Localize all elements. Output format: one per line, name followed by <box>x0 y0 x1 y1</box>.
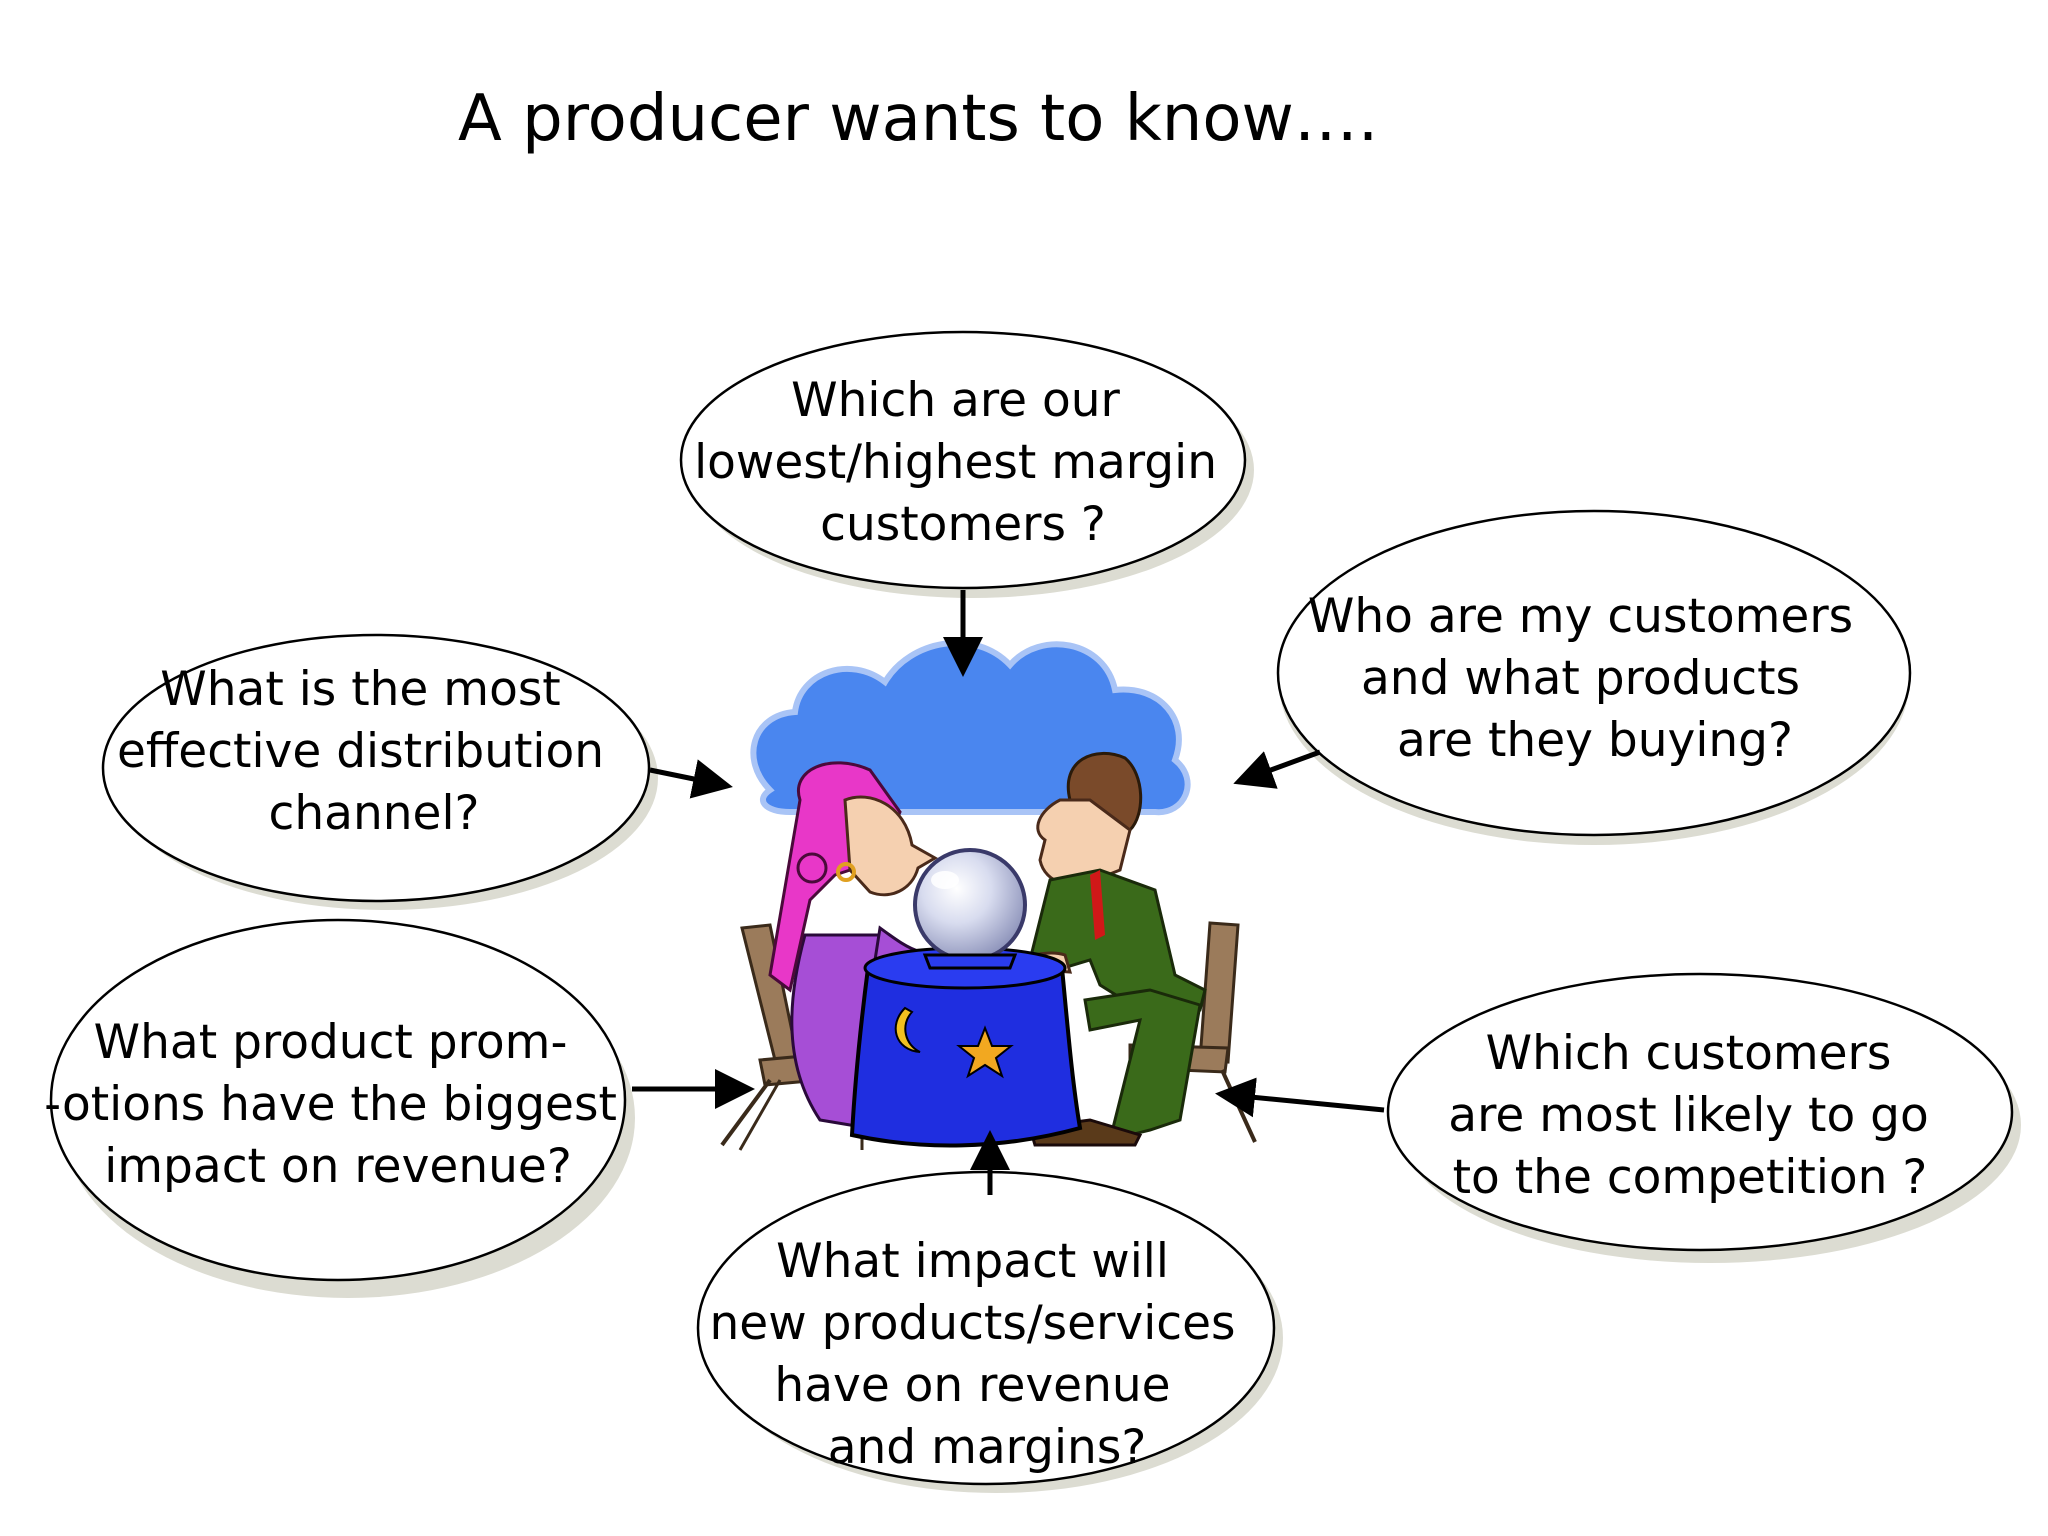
bubble-promotions: What product prom- -otions have the bigg… <box>44 918 632 1282</box>
bubble-competition-line-2: are most likely to go <box>1448 1088 1928 1143</box>
arrow-customers <box>1233 749 1321 789</box>
bubble-customers-line-1: Who are my customers <box>1308 589 1853 644</box>
svg-text:Who are my customers and: Who are my customers and what products a… <box>1308 589 1868 768</box>
star-icon <box>956 1025 1014 1079</box>
arrow-channel <box>649 759 733 799</box>
bubble-customers: Who are my customers and what products a… <box>1276 509 1912 837</box>
bubble-channel-line-3: channel? <box>269 786 480 841</box>
bubble-channel-line-2: effective distribution <box>117 724 604 779</box>
bubble-new-products-line-3: have on revenue <box>774 1358 1170 1413</box>
bubble-promotions-line-3: impact on revenue? <box>104 1139 572 1194</box>
bubble-customers-line-3: are they buying? <box>1397 713 1793 768</box>
bubble-new-products-line-2: new products/services <box>710 1296 1236 1351</box>
bubble-channel: What is the most effective distribution … <box>101 633 651 903</box>
bubble-competition-line-1: Which customers <box>1486 1026 1892 1081</box>
svg-text:Which are our lowest/hig: Which are our lowest/highest margin cust… <box>694 373 1232 552</box>
page-title: A producer wants to know…. <box>458 82 1379 156</box>
moon-icon <box>894 1006 921 1053</box>
bubble-new-products: What impact will new products/services h… <box>696 1170 1276 1486</box>
crystal-ball <box>913 848 1027 970</box>
bubble-margin-line-3: customers ? <box>820 497 1106 552</box>
bubble-promotions-line-2: -otions have the biggest <box>44 1077 617 1132</box>
bubble-margin: Which are our lowest/highest margin cust… <box>679 330 1247 590</box>
svg-text:What product prom- -otio: What product prom- -otions have the bigg… <box>44 1015 632 1194</box>
svg-text:What impact will new pro: What impact will new products/services h… <box>710 1234 1251 1475</box>
arrow-competition <box>1215 1077 1385 1118</box>
fortune-teller-illustration <box>720 639 1257 1151</box>
bubble-customers-line-2: and what products <box>1361 651 1800 706</box>
bubble-new-products-line-4: and margins? <box>828 1420 1147 1475</box>
bubble-channel-line-1: What is the most <box>160 662 560 717</box>
svg-text:What is the most effecti: What is the most effective distribution … <box>117 662 619 841</box>
bubble-new-products-line-1: What impact will <box>776 1234 1169 1289</box>
bubble-competition-line-3: to the competition ? <box>1453 1150 1928 1205</box>
bubble-margin-line-2: lowest/highest margin <box>694 435 1217 490</box>
bubble-promotions-line-1: What product prom- <box>94 1015 568 1070</box>
arrows <box>632 590 1385 1195</box>
bubble-competition: Which customers are most likely to go to… <box>1386 972 2014 1252</box>
bubble-margin-line-1: Which are our <box>791 373 1120 428</box>
round-table <box>849 946 1083 1148</box>
svg-text:Which customers are most: Which customers are most likely to go to… <box>1448 1026 1943 1205</box>
